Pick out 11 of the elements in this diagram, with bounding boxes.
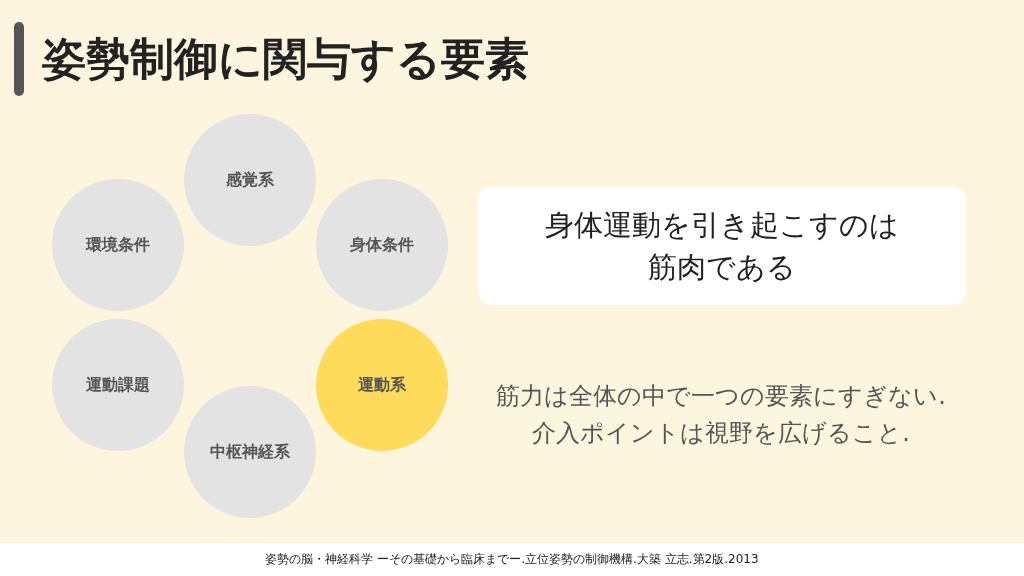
note-text: 筋力は全体の中で一つの要素にすぎない.介入ポイントは視野を広げること. bbox=[495, 381, 947, 450]
circle-label: 運動系 bbox=[358, 374, 406, 396]
circle-label: 感覚系 bbox=[226, 169, 274, 191]
callout-text: 身体運動を引き起こすのは筋肉である bbox=[544, 206, 900, 286]
circle-label: 環境条件 bbox=[86, 234, 150, 256]
circle-label: 中枢神経系 bbox=[210, 441, 290, 463]
circle-label: 運動課題 bbox=[86, 374, 150, 396]
slide-title: 姿勢制御に関与する要素 bbox=[42, 32, 529, 86]
callout-card bbox=[478, 187, 966, 305]
circle-label: 身体条件 bbox=[350, 234, 414, 256]
citation-text: 姿勢の脳・神経科学 ーその基礎から臨床までー.立位姿勢の制御機構.大築 立志.第2版.2013 bbox=[264, 551, 760, 568]
